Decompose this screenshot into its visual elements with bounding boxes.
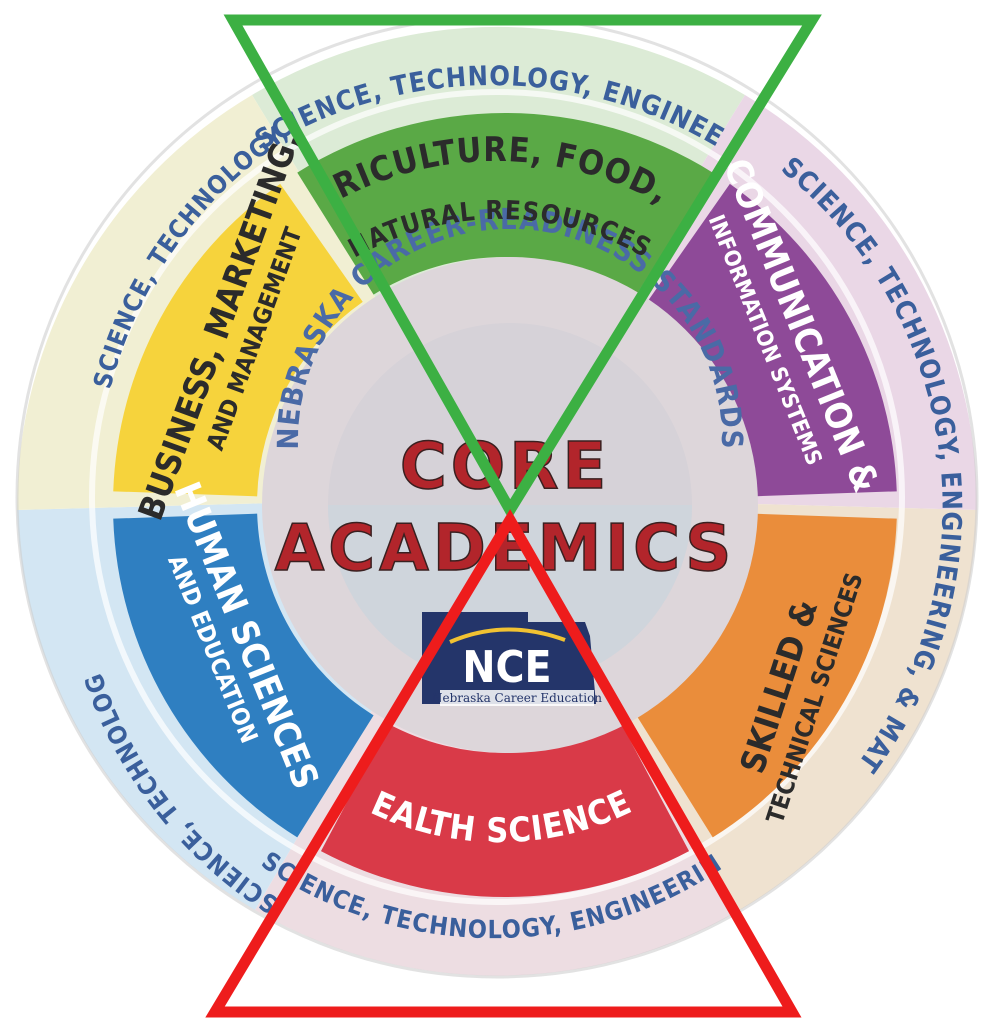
segment-human-sciences xyxy=(113,513,374,838)
career-segments xyxy=(113,112,897,897)
nce-logo: NCE Nebraska Career Education xyxy=(422,612,602,706)
segment-health-sciences xyxy=(320,723,690,897)
red-triangle-overlay xyxy=(205,509,802,1018)
segment-agriculture xyxy=(297,112,713,295)
nce-abbr: NCE xyxy=(462,642,551,693)
green-triangle-overlay xyxy=(223,14,822,521)
nce-logo-arc xyxy=(449,627,566,644)
inner-core-lower-tint xyxy=(328,505,692,687)
nce-name: Nebraska Career Education xyxy=(432,691,602,705)
segment-skilled-technical xyxy=(636,513,897,838)
segment-communication xyxy=(647,183,897,497)
segment-business xyxy=(113,183,363,497)
